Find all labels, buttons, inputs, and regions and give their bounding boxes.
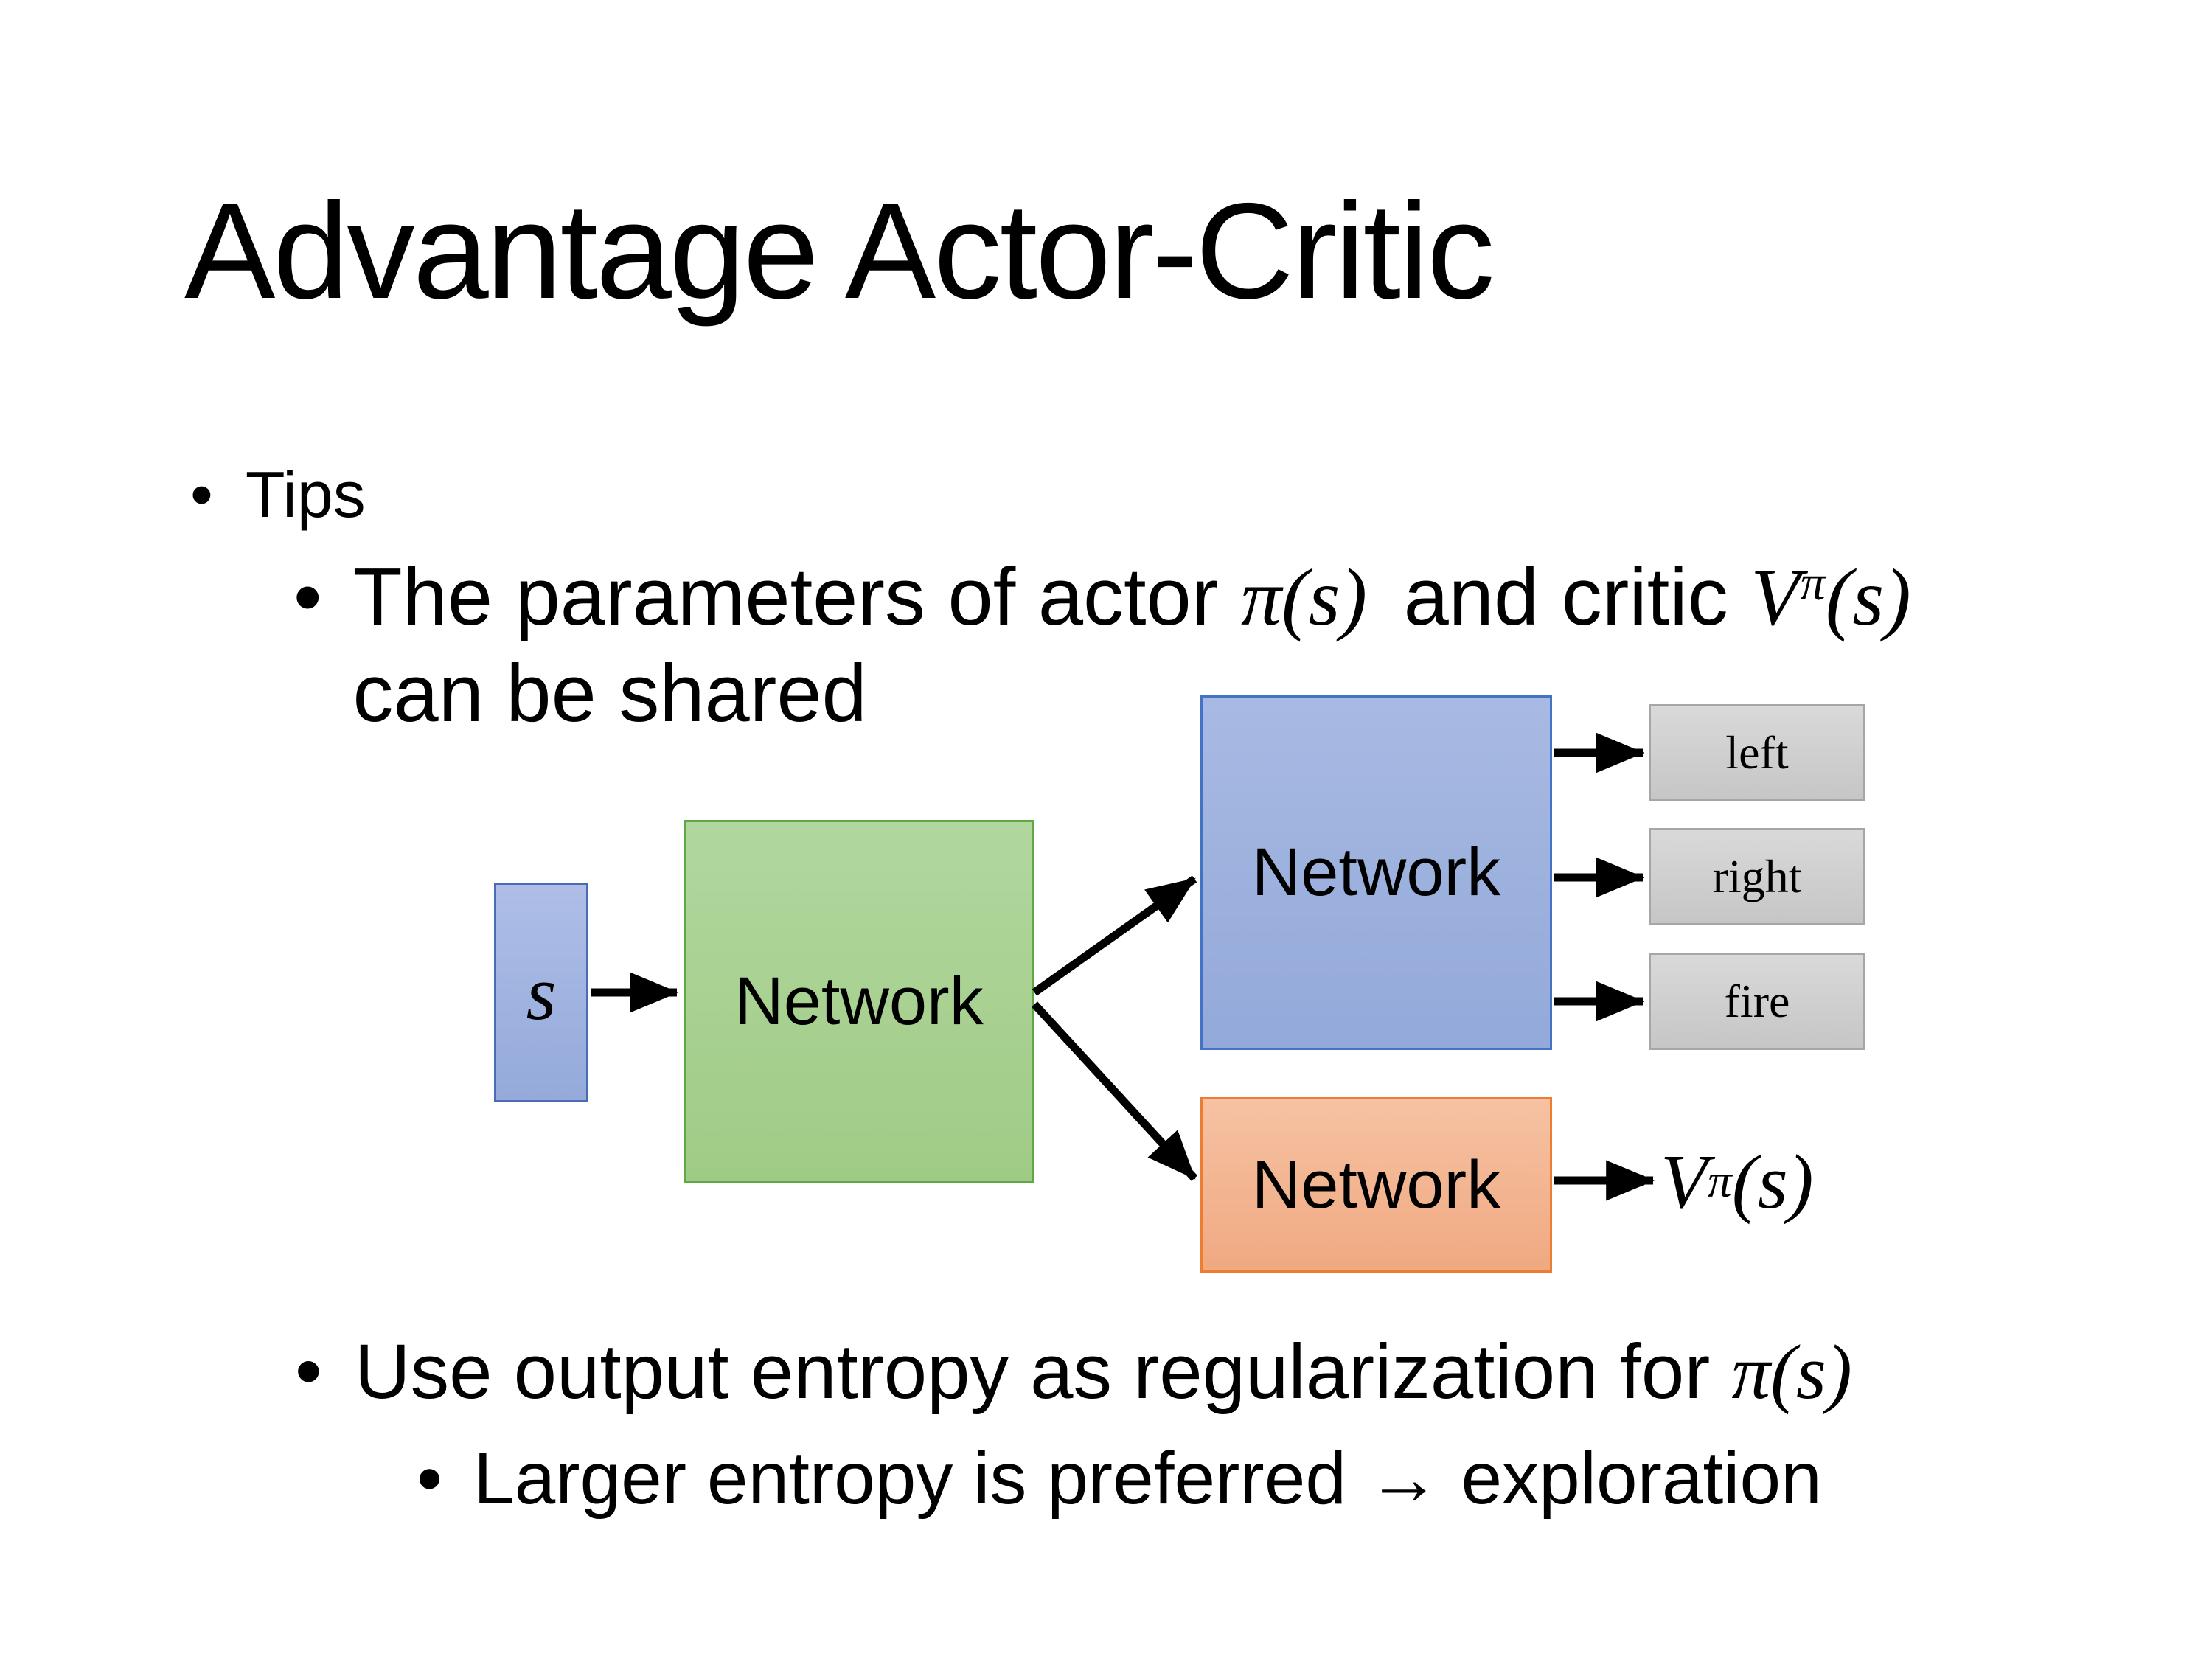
bullet-dot: • <box>417 1437 443 1520</box>
action-box-right: right <box>1649 828 1865 925</box>
math-v-base: V <box>1750 552 1801 642</box>
bullet-dot: • <box>295 1328 322 1414</box>
action-left-label: left <box>1725 726 1789 779</box>
bullet-exploration: • Larger entropy is preferred → explorat… <box>417 1436 1822 1521</box>
bullet-shared-parameters: • The parameters of actor π(s) and critic… <box>293 549 1911 742</box>
arrow-shared-to-actor <box>1032 875 1197 996</box>
text-segment: Use output entropy as regularization for <box>354 1329 1732 1415</box>
math-v-sup: π <box>1708 1154 1732 1208</box>
bullet-line-2: can be shared <box>352 647 867 739</box>
bullet-dot: • <box>190 458 213 531</box>
state-label: s <box>526 949 557 1036</box>
action-box-fire: fire <box>1649 953 1865 1050</box>
math-v-sup: π <box>1800 554 1826 611</box>
bullet-shared-parameters-text: The parameters of actor π(s) and critic V… <box>353 549 1911 742</box>
bullet-tips: • Tips <box>190 457 366 532</box>
math-v-args: (s) <box>1825 552 1911 642</box>
shared-network-label: Network <box>734 964 984 1039</box>
math-v-base: V <box>1660 1138 1708 1225</box>
actor-network-label: Network <box>1251 835 1501 910</box>
critic-network-label: Network <box>1251 1147 1501 1222</box>
action-right-label: right <box>1712 850 1802 902</box>
bullet-exploration-label: Larger entropy is preferred → exploratio… <box>473 1437 1822 1520</box>
shared-network-box: Network <box>684 820 1034 1183</box>
text-segment: and critic <box>1403 552 1751 642</box>
text-segment: The parameters of actor <box>352 552 1241 642</box>
math-pi-s: π(s) <box>1240 552 1368 642</box>
bullet-tips-label: Tips <box>245 458 366 531</box>
bullet-line-1: The parameters of actor π(s) and critic V… <box>353 549 1911 646</box>
state-box: s <box>494 883 588 1102</box>
bullet-entropy-regularization: • Use output entropy as regularization f… <box>295 1327 1852 1416</box>
math-pi-s: π(s) <box>1731 1329 1852 1415</box>
actor-network-box: Network <box>1200 695 1552 1050</box>
arrow-shared-to-critic <box>1031 1001 1198 1181</box>
math-v-args: (s) <box>1731 1138 1814 1225</box>
slide-title: Advantage Actor-Critic <box>184 175 1495 327</box>
critic-network-box: Network <box>1200 1097 1552 1273</box>
bullet-entropy-text: Use output entropy as regularization for… <box>355 1327 1852 1416</box>
action-box-left: left <box>1649 704 1865 801</box>
action-fire-label: fire <box>1724 975 1790 1027</box>
bullet-dot: • <box>293 552 322 642</box>
